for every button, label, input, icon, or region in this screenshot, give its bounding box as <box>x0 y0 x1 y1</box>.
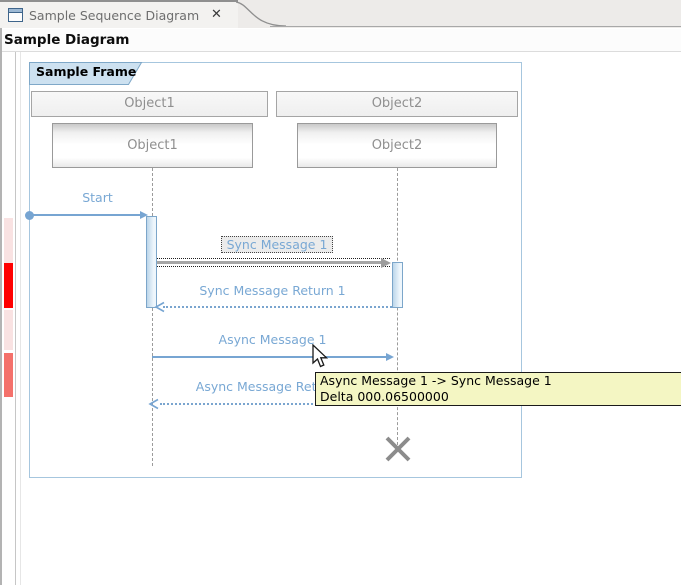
object2-execution-bar[interactable] <box>392 262 403 308</box>
object1-header[interactable]: Object1 <box>31 91 268 117</box>
time-compression-marker[interactable] <box>4 218 13 263</box>
tab-strip-border <box>270 26 681 27</box>
sync-message-1-line-selected[interactable] <box>157 258 390 267</box>
async-message-1-label[interactable]: Async Message 1 <box>218 332 327 347</box>
sync-message-1-label[interactable]: Sync Message 1 <box>221 236 333 253</box>
object1-lifeline-box[interactable]: Object1 <box>52 123 253 168</box>
async-return-arrowhead-icon <box>148 398 159 410</box>
tooltip-line2: Delta 000.06500000 <box>320 389 449 404</box>
async-message-1-line[interactable] <box>152 356 386 358</box>
async-return-1-label[interactable]: Async Message Return 1 <box>195 379 350 394</box>
time-compression-bar[interactable] <box>3 52 13 585</box>
time-compression-marker[interactable] <box>4 310 13 350</box>
view-tab-strip: Sample Sequence Diagram ✕ <box>0 0 681 28</box>
sync-message-1-arrowhead-icon <box>381 258 391 268</box>
delta-tooltip: Async Message 1 -> Sync Message 1 Delta … <box>315 372 681 406</box>
time-compression-marker[interactable] <box>4 353 13 397</box>
mouse-cursor-icon <box>312 344 329 368</box>
frame-label: Sample Frame <box>36 64 137 79</box>
time-bar-separator <box>15 52 16 585</box>
close-icon[interactable]: ✕ <box>211 7 222 22</box>
diagram-title: Sample Diagram <box>2 29 681 51</box>
time-compression-marker[interactable] <box>4 263 13 308</box>
start-arrowhead-icon <box>140 211 148 219</box>
sync-return-1-label[interactable]: Sync Message Return 1 <box>199 283 346 298</box>
async-message-1-arrowhead-icon <box>386 353 394 361</box>
tab-curve <box>236 1 287 27</box>
stop-icon[interactable] <box>385 436 412 463</box>
window-left-border <box>0 28 2 585</box>
header-separator <box>2 51 681 52</box>
object1-lifeline[interactable] <box>152 168 153 466</box>
sync-return-1-line[interactable] <box>163 306 392 308</box>
object1-execution-bar[interactable] <box>146 216 157 308</box>
start-message-label[interactable]: Start <box>82 190 113 205</box>
async-return-1-line[interactable] <box>160 403 397 405</box>
view-tab-title: Sample Sequence Diagram <box>29 8 200 23</box>
object2-lifeline[interactable] <box>397 168 398 450</box>
object2-header[interactable]: Object2 <box>276 91 518 117</box>
view-icon <box>8 8 23 22</box>
sync-return-arrowhead-icon <box>154 301 165 313</box>
view-tab[interactable]: Sample Sequence Diagram ✕ <box>0 0 238 28</box>
object2-lifeline-box[interactable]: Object2 <box>297 123 497 168</box>
start-message-line[interactable] <box>29 214 141 216</box>
canvas-edge-line <box>20 52 21 585</box>
tooltip-line1: Async Message 1 -> Sync Message 1 <box>320 373 552 388</box>
frame-label-tab <box>29 62 143 85</box>
